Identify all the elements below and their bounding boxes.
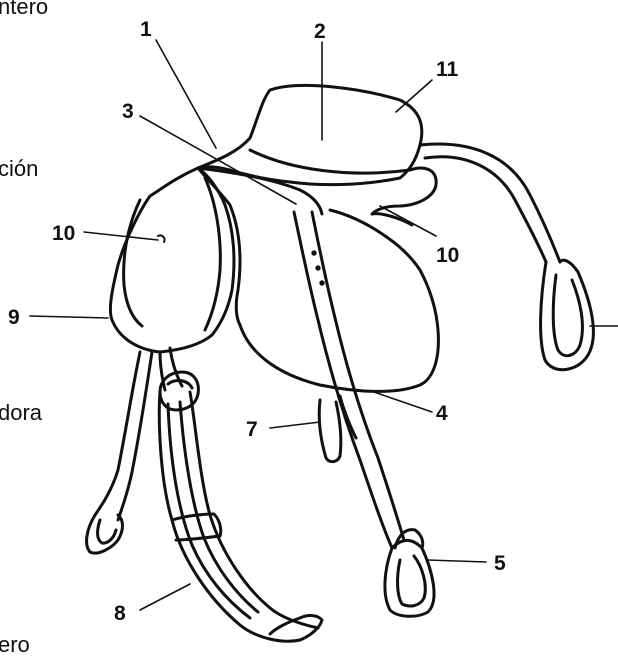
callout-4: 4 — [436, 402, 448, 425]
knee-roll-panel — [110, 168, 234, 352]
leader-10-right — [380, 206, 436, 236]
leader-4 — [374, 392, 432, 412]
stirrup-iron — [385, 530, 434, 617]
left-leather-far — [87, 352, 152, 553]
leader-11 — [396, 80, 432, 112]
leader-8 — [140, 584, 190, 610]
far-flap — [372, 168, 436, 225]
callout-10-left: 10 — [52, 222, 75, 245]
panel-hook — [158, 235, 165, 242]
leader-5 — [428, 560, 486, 562]
saddle-seat — [198, 85, 422, 184]
leader-1 — [156, 40, 216, 148]
callout-leaders — [30, 40, 618, 610]
leader-10-left — [84, 232, 158, 240]
callout-7: 7 — [246, 418, 258, 441]
leader-7 — [270, 422, 320, 428]
girth-strap — [294, 212, 404, 548]
callout-3: 3 — [122, 100, 134, 123]
callout-11: 11 — [436, 58, 459, 81]
callout-2: 2 — [314, 20, 326, 43]
callout-8: 8 — [114, 602, 126, 625]
callout-1: 1 — [140, 18, 152, 41]
girth-tab — [319, 396, 356, 462]
callout-5: 5 — [494, 552, 506, 575]
callout-10-right: 10 — [436, 244, 459, 267]
callout-9: 9 — [8, 306, 20, 329]
leader-9 — [30, 316, 108, 318]
left-leather-near — [159, 348, 322, 641]
